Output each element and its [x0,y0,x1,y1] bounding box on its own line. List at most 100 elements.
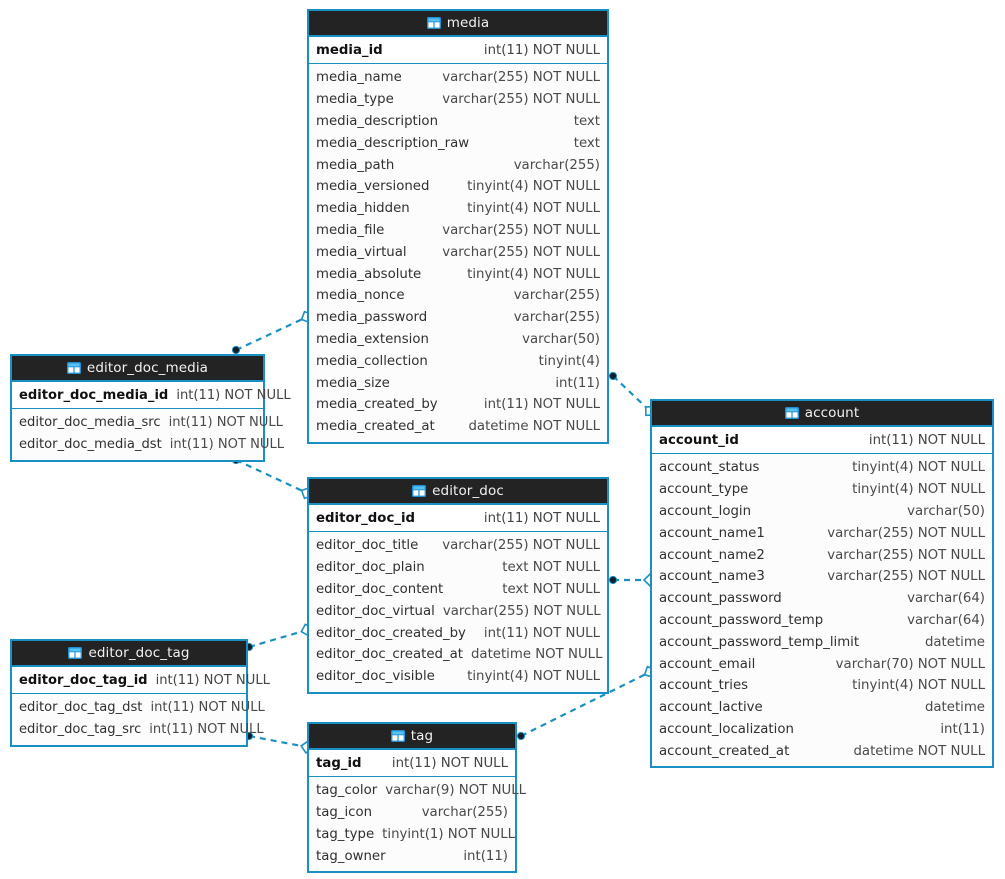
column-type: varchar(255) [513,310,600,326]
column-type: tinyint(4) NOT NULL [467,179,600,195]
column-type: int(11) NOT NULL [483,397,600,413]
table-title: editor_doc_tag [88,645,190,661]
table-header-media[interactable]: media [309,11,607,37]
table-header-editor_doc_tag[interactable]: editor_doc_tag [12,641,246,667]
column-name: tag_type [316,826,375,842]
relation-source-endpoint [231,345,241,355]
column-type: datetime NOT NULL [853,743,985,759]
column-type: int(11) NOT NULL [150,700,265,716]
table-header-editor_doc[interactable]: editor_doc [309,479,607,505]
column-name: account_name1 [659,525,765,541]
column-name: account_name3 [659,569,765,585]
column-name: media_virtual [316,244,407,260]
column-type: varchar(255) [421,805,508,821]
column-name: editor_doc_tag_src [19,722,142,738]
table-title: editor_doc_media [86,360,209,376]
column-type: int(11) NOT NULL [169,437,285,453]
column-row[interactable]: media_versioned tinyint(4) NOT NULL [309,176,607,198]
table-header-editor_doc_media[interactable]: editor_doc_media [12,356,263,382]
table-title: account [804,405,860,421]
column-type: varchar(9) NOT NULL [385,783,527,799]
column-name: media_absolute [316,266,422,282]
table-title: media [446,15,490,31]
column-type: varchar(255) NOT NULL [442,92,600,108]
relation-rel-edm-editordoc [231,455,314,500]
column-row[interactable]: media_password varchar(255) [309,307,607,329]
column-name: account_localization [659,721,794,737]
column-name: editor_doc_media_dst [19,437,162,453]
column-name: media_password [316,310,428,326]
relation-source-endpoint [516,731,526,741]
column-name: media_file [316,222,385,238]
table-header-tag[interactable]: tag [309,724,515,750]
column-name: media_created_at [316,419,435,435]
column-name: media_collection [316,353,428,369]
column-type: text [573,135,600,151]
column-row[interactable]: editor_doc_media_dst int(11) NOT NULL [12,434,284,456]
column-name: account_id [659,432,739,448]
relation-line [248,734,308,749]
column-type: datetime [924,700,985,716]
table-header-account[interactable]: account [652,401,992,427]
column-name: media_versioned [316,179,430,195]
column-name: account_password_temp_limit [659,634,860,650]
column-name: media_extension [316,331,429,347]
